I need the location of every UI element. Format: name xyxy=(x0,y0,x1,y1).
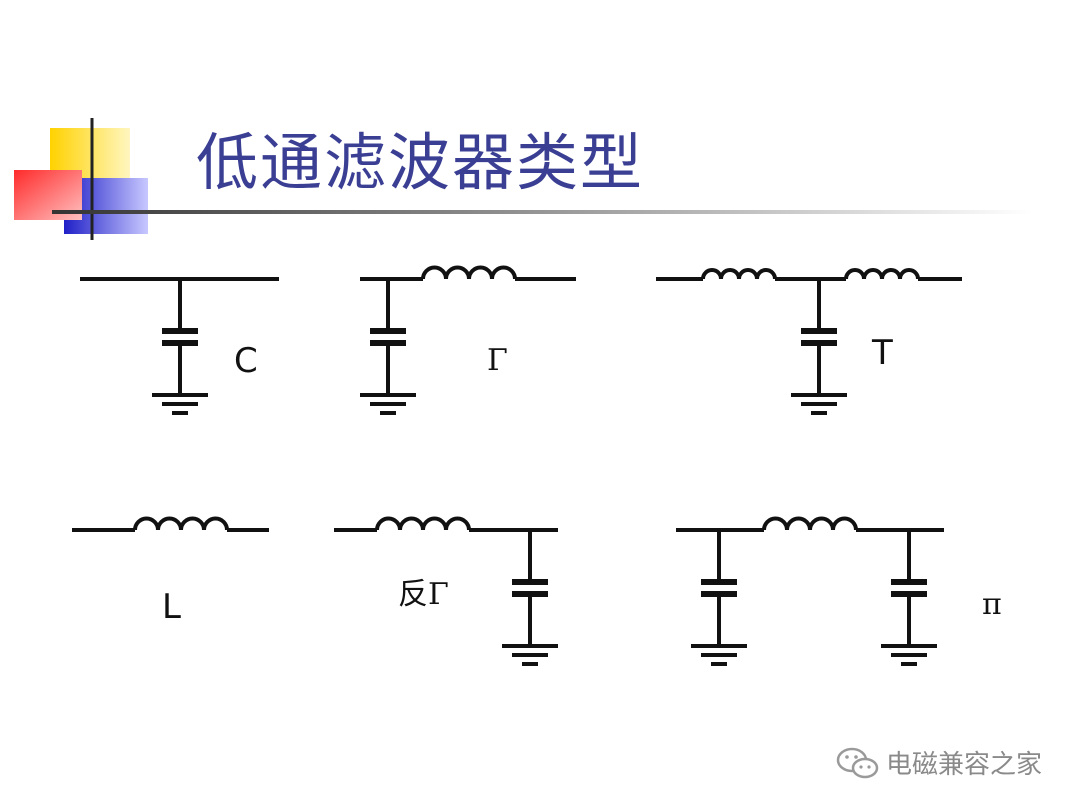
page-title: 低通滤波器类型 xyxy=(196,126,645,199)
filter-c-circuit xyxy=(80,277,279,415)
header-rule xyxy=(52,210,1032,214)
filter-t-circuit xyxy=(656,268,962,415)
filter-l-circuit xyxy=(72,516,269,532)
wechat-icon xyxy=(836,747,879,778)
watermark: 电磁兼容之家 xyxy=(836,744,1042,781)
filter-l-label: L xyxy=(162,587,181,627)
filter-c-label: C xyxy=(234,341,258,381)
filter-pi-circuit xyxy=(676,516,944,666)
filter-gamma-label: Γ xyxy=(487,343,508,378)
filter-pi-label: π xyxy=(982,587,1002,622)
filter-t-label: T xyxy=(872,333,893,373)
watermark-text: 电磁兼容之家 xyxy=(886,750,1043,780)
filter-gamma-circuit xyxy=(360,265,576,415)
filter-inverse-gamma-label: 反Γ xyxy=(398,577,449,612)
filter-inverse-gamma-circuit xyxy=(334,516,558,666)
